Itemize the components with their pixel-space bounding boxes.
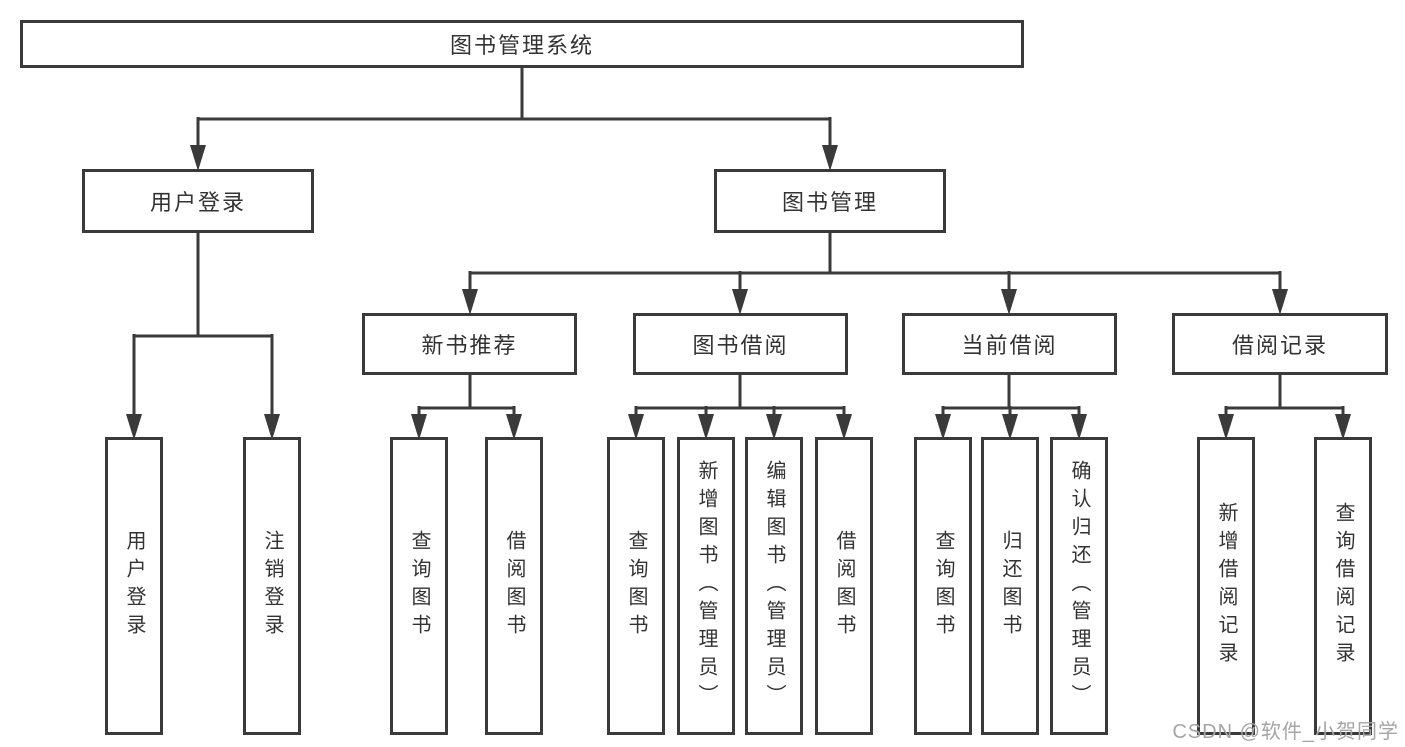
node-label: 借阅图书: [833, 530, 855, 642]
leaf-logout-login: 注销登录: [243, 437, 301, 735]
arrow-down-icon: [732, 289, 748, 315]
arrow-down-icon: [1272, 289, 1288, 315]
node-label: 借阅图书: [503, 530, 525, 642]
watermark: CSDN @软件_小贺同学: [1172, 721, 1399, 743]
node-label: 查询图书: [625, 530, 647, 642]
leaf-records-query-record: 查询借阅记录: [1314, 437, 1372, 735]
arrow-down-icon: [935, 414, 951, 440]
arrow-down-icon: [126, 414, 142, 440]
leaf-current-return-book: 归还图书: [981, 437, 1039, 735]
leaf-current-confirm-return-admin: 确认归还（管理员）: [1050, 437, 1108, 735]
leaf-borrow-add-book-admin: 新增图书（管理员）: [677, 437, 735, 735]
leaf-borrow-borrow-book: 借阅图书: [815, 437, 873, 735]
node-label: 用户登录: [123, 530, 145, 642]
node-current-borrow: 当前借阅: [902, 313, 1117, 375]
node-label: 用户登录: [149, 190, 246, 215]
leaf-current-query-book: 查询图书: [914, 437, 972, 735]
leaf-borrow-query-book: 查询图书: [607, 437, 665, 735]
node-book-borrow: 图书借阅: [633, 313, 848, 375]
arrow-down-icon: [698, 414, 714, 440]
node-new-book-recommend: 新书推荐: [362, 313, 577, 375]
arrow-down-icon: [1002, 414, 1018, 440]
node-label: 当前借阅: [961, 333, 1058, 358]
arrow-down-icon: [264, 414, 280, 440]
node-label: 确认归还（管理员）: [1068, 460, 1090, 712]
node-root: 图书管理系统: [20, 20, 1024, 68]
arrow-down-icon: [1001, 289, 1017, 315]
node-label: 新书推荐: [421, 333, 518, 358]
node-book-management: 图书管理: [714, 169, 946, 233]
node-label: 图书管理系统: [449, 33, 594, 58]
arrow-down-icon: [766, 414, 782, 440]
node-label: 编辑图书（管理员）: [763, 460, 785, 712]
arrow-down-icon: [462, 289, 478, 315]
node-label: 新增借阅记录: [1215, 502, 1237, 670]
node-label: 借阅记录: [1231, 333, 1328, 358]
node-label: 图书借阅: [692, 333, 789, 358]
node-label: 查询图书: [932, 530, 954, 642]
leaf-user-login: 用户登录: [105, 437, 163, 735]
node-borrow-records: 借阅记录: [1172, 313, 1388, 375]
node-label: 查询图书: [408, 530, 430, 642]
arrow-down-icon: [506, 414, 522, 440]
node-label: 查询借阅记录: [1332, 502, 1354, 670]
node-label: 图书管理: [781, 190, 878, 215]
arrow-down-icon: [411, 414, 427, 440]
leaf-borrow-edit-book-admin: 编辑图书（管理员）: [745, 437, 803, 735]
arrow-down-icon: [1218, 414, 1234, 440]
node-label: 新增图书（管理员）: [695, 460, 717, 712]
leaf-records-add-record: 新增借阅记录: [1197, 437, 1255, 735]
arrow-down-icon: [1071, 414, 1087, 440]
arrow-down-icon: [836, 414, 852, 440]
node-label: 注销登录: [261, 530, 283, 642]
arrow-down-icon: [822, 145, 838, 171]
leaf-recommend-borrow-book: 借阅图书: [485, 437, 543, 735]
arrow-down-icon: [1335, 414, 1351, 440]
node-user-login: 用户登录: [82, 169, 314, 233]
node-label: 归还图书: [999, 530, 1021, 642]
leaf-recommend-query-book: 查询图书: [390, 437, 448, 735]
arrow-down-icon: [628, 414, 644, 440]
arrow-down-icon: [190, 145, 206, 171]
